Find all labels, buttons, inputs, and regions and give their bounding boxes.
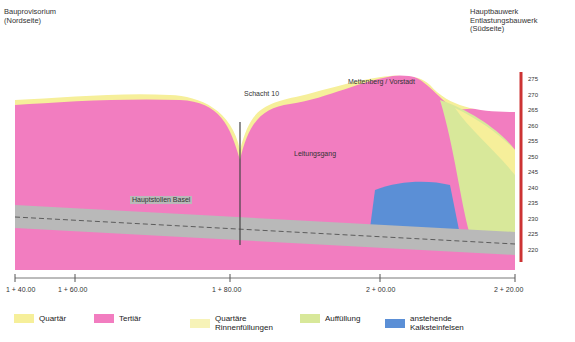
legend-swatch [14, 314, 34, 323]
elevation-label: 235 [528, 200, 538, 207]
elevation-label: 245 [528, 169, 538, 176]
legend-text: anstehende Kalksteinfelsen [410, 314, 485, 332]
elevation-label: 250 [528, 154, 538, 161]
station-label: 1 + 80.00 [212, 286, 241, 294]
legend-text: Quartäre Rinnenfüllungen [215, 314, 290, 332]
legend-swatch [190, 319, 210, 328]
section-label: Leitungsgang [292, 150, 338, 158]
section-label: Schacht 10 [244, 90, 279, 98]
legend-text: Quartär [39, 314, 66, 323]
legend-entry: Quartäre Rinnenfüllungen [190, 314, 290, 332]
station-label: 1 + 60.00 [58, 286, 87, 294]
section-label: Hauptbauwerk Entlastungsbauwerk (Südseit… [470, 8, 570, 34]
elevation-label: 255 [528, 138, 538, 145]
elevation-label: 260 [528, 123, 538, 130]
elevation-label: 240 [528, 185, 538, 192]
elevation-label: 275 [528, 76, 538, 83]
station-label: 2 + 00.00 [366, 286, 395, 294]
elevation-label: 230 [528, 216, 538, 223]
elevation-label: 270 [528, 92, 538, 99]
legend-swatch [94, 314, 114, 323]
legend-entry: Auffüllung [300, 314, 360, 323]
elevation-label: 220 [528, 247, 538, 254]
legend-entry: Tertiär [94, 314, 141, 323]
section-label: Hauptstollen Basel [130, 196, 192, 204]
legend-text: Tertiär [119, 314, 141, 323]
legend-entry: Quartär [14, 314, 66, 323]
legend-swatch [300, 314, 320, 323]
elevation-label: 265 [528, 107, 538, 114]
station-label: 2 + 20.00 [494, 286, 523, 294]
station-label: 1 + 40.00 [6, 286, 35, 294]
elevation-label: 225 [528, 231, 538, 238]
section-label: Bauprovisorium (Nordseite) [4, 8, 84, 25]
legend-entry: anstehende Kalksteinfelsen [385, 314, 485, 332]
legend-text: Auffüllung [325, 314, 360, 323]
section-label: Mettenberg / Vorstadt [348, 78, 415, 86]
legend-swatch [385, 319, 405, 328]
